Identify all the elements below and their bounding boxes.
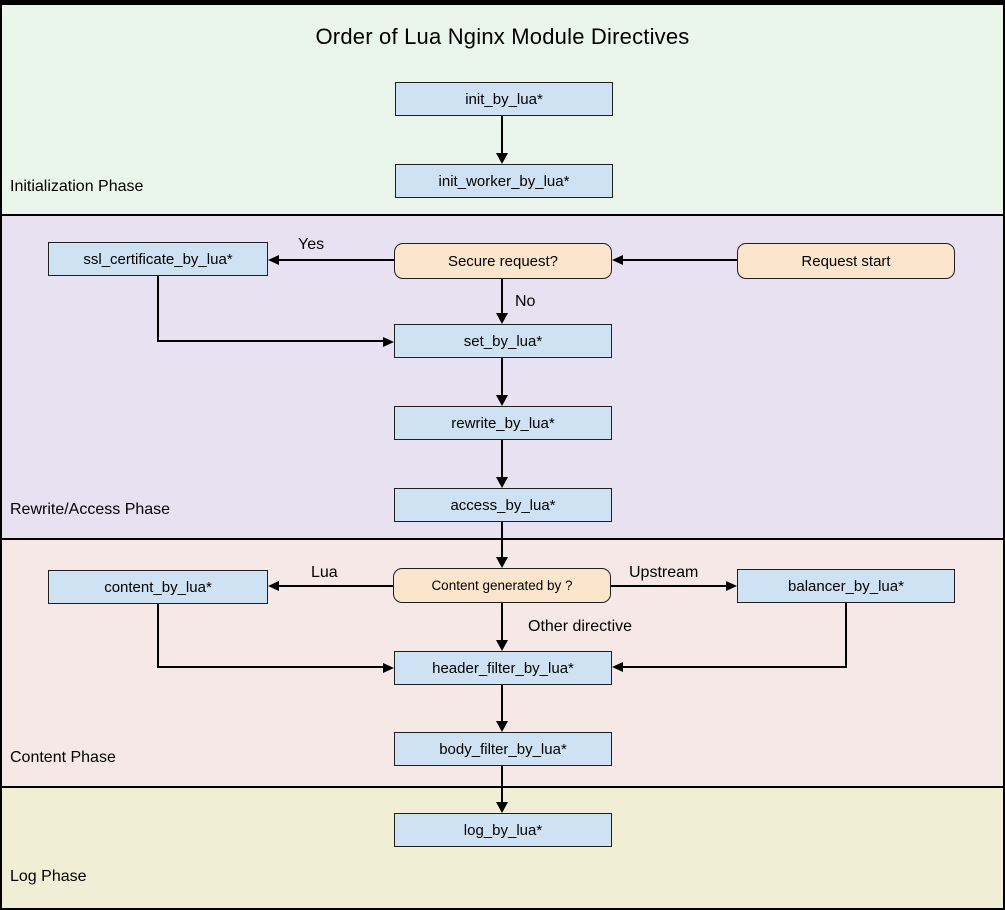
arrowhead-left-icon	[612, 662, 623, 672]
arrowhead-left-icon	[268, 581, 279, 591]
edge-label-lua: Lua	[311, 564, 338, 581]
arrowhead-right-icon	[726, 581, 737, 591]
node-label: Request start	[801, 252, 891, 270]
phase-label-log: Log Phase	[10, 868, 87, 885]
arrow-rewrite-to-access	[501, 440, 503, 478]
arrowhead-right-icon	[383, 663, 394, 673]
node-label: init_worker_by_lua*	[438, 172, 570, 190]
edge-label-yes: Yes	[298, 236, 325, 253]
node-label: Content generated by ?	[431, 578, 573, 593]
arrow-body-filter-to-log	[501, 766, 503, 803]
arrow-ssl-to-set-horizontal	[157, 340, 384, 342]
arrow-secure-to-set	[501, 279, 503, 314]
node-rewrite-by-lua: rewrite_by_lua*	[394, 406, 612, 440]
phase-label-content: Content Phase	[10, 749, 116, 766]
arrow-content-decision-to-balancer	[611, 585, 727, 587]
arrow-init-to-init-worker	[501, 116, 503, 154]
arrowhead-down-icon	[496, 153, 508, 164]
arrow-header-filter-to-body-filter	[501, 685, 503, 722]
node-init-by-lua: init_by_lua*	[395, 82, 613, 116]
node-init-worker-by-lua: init_worker_by_lua*	[395, 164, 613, 198]
phase-label-rewrite-access: Rewrite/Access Phase	[10, 501, 171, 518]
node-label: access_by_lua*	[450, 496, 556, 514]
arrowhead-down-icon	[496, 557, 508, 568]
node-ssl-certificate-by-lua: ssl_certificate_by_lua*	[48, 242, 268, 276]
node-label: rewrite_by_lua*	[451, 414, 555, 432]
arrow-request-start-to-secure	[622, 259, 737, 261]
arrow-ssl-to-set-vertical	[157, 276, 159, 341]
arrowhead-down-icon	[496, 313, 508, 324]
node-access-by-lua: access_by_lua*	[394, 488, 612, 522]
edge-label-other-directive: Other directive	[528, 618, 633, 635]
node-content-generated-by-decision: Content generated by ?	[393, 568, 611, 603]
arrowhead-left-icon	[268, 255, 279, 265]
arrowhead-down-icon	[496, 640, 508, 651]
node-label: ssl_certificate_by_lua*	[83, 250, 233, 268]
arrowhead-down-icon	[496, 477, 508, 488]
arrowhead-down-icon	[496, 802, 508, 813]
edge-label-no: No	[515, 293, 536, 310]
arrow-content-decision-to-content-by-lua	[279, 585, 393, 587]
arrow-access-to-content-decision	[501, 522, 503, 558]
node-label: log_by_lua*	[463, 821, 543, 839]
node-label: init_by_lua*	[465, 90, 543, 108]
arrowhead-down-icon	[496, 721, 508, 732]
node-label: Secure request?	[447, 252, 559, 270]
node-label: header_filter_by_lua*	[432, 659, 574, 677]
node-label: set_by_lua*	[463, 332, 543, 350]
node-body-filter-by-lua: body_filter_by_lua*	[394, 732, 612, 766]
node-secure-request-decision: Secure request?	[394, 243, 612, 279]
node-label: balancer_by_lua*	[788, 577, 904, 595]
edge-label-upstream: Upstream	[629, 564, 699, 581]
arrow-content-by-lua-to-header-vertical	[157, 604, 159, 668]
arrow-content-by-lua-to-header-horizontal	[157, 666, 384, 668]
arrow-balancer-to-header-horizontal	[623, 666, 847, 668]
node-header-filter-by-lua: header_filter_by_lua*	[394, 651, 612, 685]
arrow-balancer-to-header-vertical	[845, 603, 847, 668]
arrow-secure-to-ssl	[279, 259, 394, 261]
node-balancer-by-lua: balancer_by_lua*	[737, 569, 955, 603]
arrowhead-left-icon	[612, 255, 623, 265]
arrowhead-right-icon	[383, 337, 394, 347]
diagram-title: Order of Lua Nginx Module Directives	[315, 24, 690, 49]
phase-label-initialization: Initialization Phase	[10, 178, 144, 195]
node-label: body_filter_by_lua*	[439, 740, 567, 758]
arrow-content-decision-to-header-filter	[501, 603, 503, 641]
arrowhead-down-icon	[496, 395, 508, 406]
arrow-set-to-rewrite	[501, 358, 503, 396]
node-set-by-lua: set_by_lua*	[394, 324, 612, 358]
node-content-by-lua: content_by_lua*	[48, 570, 268, 604]
node-log-by-lua: log_by_lua*	[394, 813, 612, 847]
node-label: content_by_lua*	[104, 578, 212, 596]
node-request-start: Request start	[737, 243, 955, 279]
